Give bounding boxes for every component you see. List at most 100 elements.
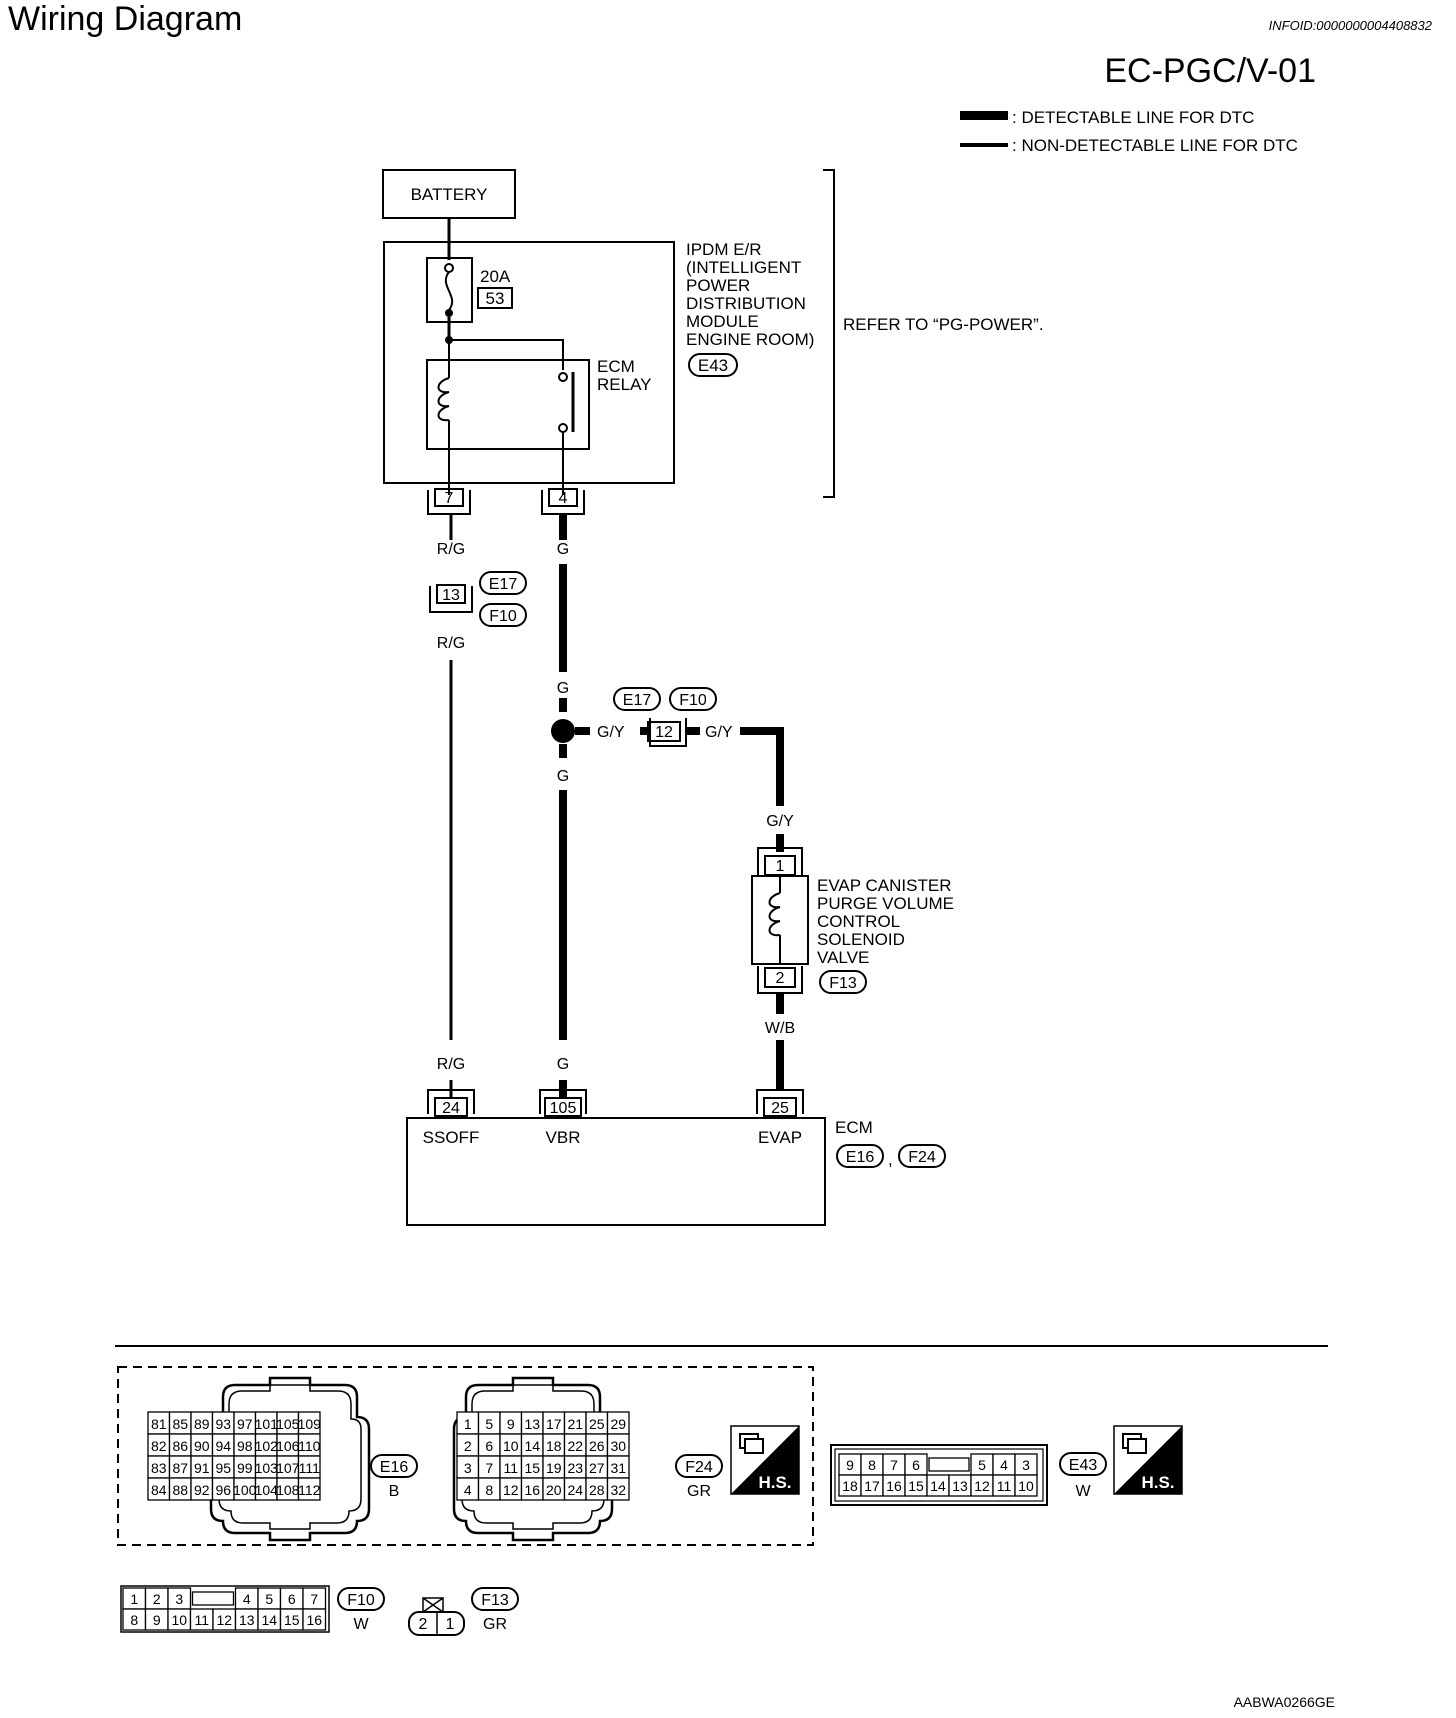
wire-g-label-3: G	[557, 768, 569, 785]
wire-rg-label-2: R/G	[437, 635, 465, 652]
e16-pin-101-label: 101	[255, 1416, 279, 1432]
e16-pin-110-label: 110	[298, 1438, 321, 1454]
f10-pin-3-label: 3	[175, 1591, 183, 1607]
f13-pin-1: 1	[446, 1616, 455, 1633]
ecm-pin-25: 25	[756, 1089, 804, 1117]
connector-f13: 2 1	[408, 1597, 465, 1636]
f10-pin-7-label: 7	[310, 1591, 318, 1607]
e16-pin-100-label: 100	[233, 1482, 257, 1498]
solenoid-connector-id: F13	[829, 975, 857, 992]
e43-pin-12-label: 12	[974, 1478, 990, 1494]
f10-pin-14-label: 14	[261, 1612, 277, 1628]
e16-pin-108-label: 108	[276, 1482, 300, 1498]
f10-pin-1-label: 1	[130, 1591, 138, 1607]
f24-pin-32-label: 32	[610, 1482, 626, 1498]
e16-pin-95-label: 95	[215, 1460, 231, 1476]
svg-text:25: 25	[771, 1100, 789, 1117]
connector-f24-color: GR	[687, 1483, 711, 1500]
f10-pin-5-label: 5	[265, 1591, 273, 1607]
ecm-conn-a-badge	[836, 1144, 884, 1168]
e16-pin-94-label: 94	[215, 1438, 231, 1454]
ipdm-label-line-2: (INTELLIGENT	[686, 258, 801, 277]
f24-pin-5-label: 5	[485, 1416, 493, 1432]
f10-pin-8-label: 8	[130, 1612, 138, 1628]
f24-pin-31-label: 31	[610, 1460, 626, 1476]
bracket	[823, 169, 835, 498]
ipdm-label-line-6: ENGINE ROOM)	[686, 330, 814, 349]
connector-e43-id: E43	[1069, 1457, 1098, 1474]
e16-pin-112-label: 112	[298, 1482, 321, 1498]
wire-g-label-4: G	[557, 1056, 569, 1073]
f10-pin-16	[302, 1608, 327, 1631]
connector-e43-color: W	[1075, 1483, 1091, 1500]
f24-pin-21-label: 21	[567, 1416, 583, 1432]
e16-pin-86-label: 86	[172, 1438, 188, 1454]
f24-pin-27-label: 27	[589, 1460, 605, 1476]
e43-pin-17-label: 17	[864, 1478, 880, 1494]
ipdm-label-line-4: DISTRIBUTION	[686, 294, 806, 313]
f24-pin-7-label: 7	[485, 1460, 493, 1476]
f24-pin-22-label: 22	[567, 1438, 583, 1454]
e43-pin-7-label: 7	[890, 1457, 898, 1473]
ipdm-label-line-5: MODULE	[686, 312, 759, 331]
ipdm-box	[383, 241, 675, 484]
e16-pin-97-label: 97	[237, 1416, 253, 1432]
fuse-number-box	[477, 287, 513, 309]
wire-rg-label-3: R/G	[437, 1056, 465, 1073]
harness-side-icon-f24: H.S.	[730, 1425, 800, 1495]
fuse-number: 53	[486, 289, 505, 308]
connector-f10-color: W	[353, 1616, 369, 1633]
e16-pin-92-label: 92	[194, 1482, 210, 1498]
ipdm-pin-4: 4	[541, 488, 585, 515]
fuse-rating: 20A	[480, 267, 511, 286]
f24-pin-20-label: 20	[546, 1482, 562, 1498]
f10-pin-15-label: 15	[284, 1612, 300, 1628]
f24-pin-14-label: 14	[524, 1438, 540, 1454]
joint-right-conn-a-badge	[613, 687, 661, 711]
ecm-terminal-vbr: VBR	[546, 1128, 581, 1147]
connector-f13-color: GR	[483, 1616, 507, 1633]
relay-coil-icon	[437, 377, 450, 422]
ecm-relay-box	[426, 359, 590, 450]
e16-pin-89-label: 89	[194, 1416, 210, 1432]
e43-pin-4-label: 4	[1000, 1457, 1008, 1473]
e43-pin-13-label: 13	[952, 1478, 968, 1494]
wire-rg-label-1: R/G	[437, 541, 465, 558]
e43-pin-8-label: 8	[868, 1457, 876, 1473]
e16-pin-90-label: 90	[194, 1438, 210, 1454]
solenoid-coil-icon	[768, 892, 781, 937]
solenoid-label-line-3: CONTROL	[817, 912, 900, 931]
f24-pin-32	[606, 1477, 630, 1501]
ipdm-label-line-3: POWER	[686, 276, 750, 295]
svg-text:13: 13	[442, 587, 460, 604]
svg-text:7: 7	[445, 490, 454, 507]
f24-pin-19-label: 19	[546, 1460, 562, 1476]
refer-text: REFER TO “PG-POWER”.	[843, 315, 1044, 334]
f24-pin-15-label: 15	[524, 1460, 540, 1476]
solenoid-connector-badge	[819, 970, 867, 994]
joint-right-conn-b-badge	[669, 687, 717, 711]
e16-pin-112	[297, 1477, 321, 1501]
e43-pin-10	[1014, 1474, 1038, 1497]
svg-text:H.S.: H.S.	[1141, 1473, 1174, 1492]
f24-pin-28-label: 28	[589, 1482, 605, 1498]
ecm-conn-b-badge	[898, 1144, 946, 1168]
e16-pin-91-label: 91	[194, 1460, 210, 1476]
connector-e16-badge	[370, 1454, 418, 1478]
legend-non-detectable-label: : NON-DETECTABLE LINE FOR DTC	[1012, 136, 1298, 155]
f10-pin-12-label: 12	[216, 1612, 232, 1628]
e16-pin-88-label: 88	[172, 1482, 188, 1498]
e43-pin-3-label: 3	[1022, 1457, 1030, 1473]
svg-text:1: 1	[776, 858, 785, 875]
connector-f24-badge	[675, 1454, 723, 1478]
e16-pin-83-label: 83	[151, 1460, 167, 1476]
f24-pin-4-label: 4	[464, 1482, 472, 1498]
f24-pin-10-label: 10	[503, 1438, 519, 1454]
e43-pin-6-label: 6	[912, 1457, 920, 1473]
legend-thick-line	[960, 111, 1008, 120]
connector-f13-badge	[471, 1587, 519, 1611]
f24-pin-12-label: 12	[503, 1482, 519, 1498]
e43-pin-10-label: 10	[1018, 1478, 1034, 1494]
